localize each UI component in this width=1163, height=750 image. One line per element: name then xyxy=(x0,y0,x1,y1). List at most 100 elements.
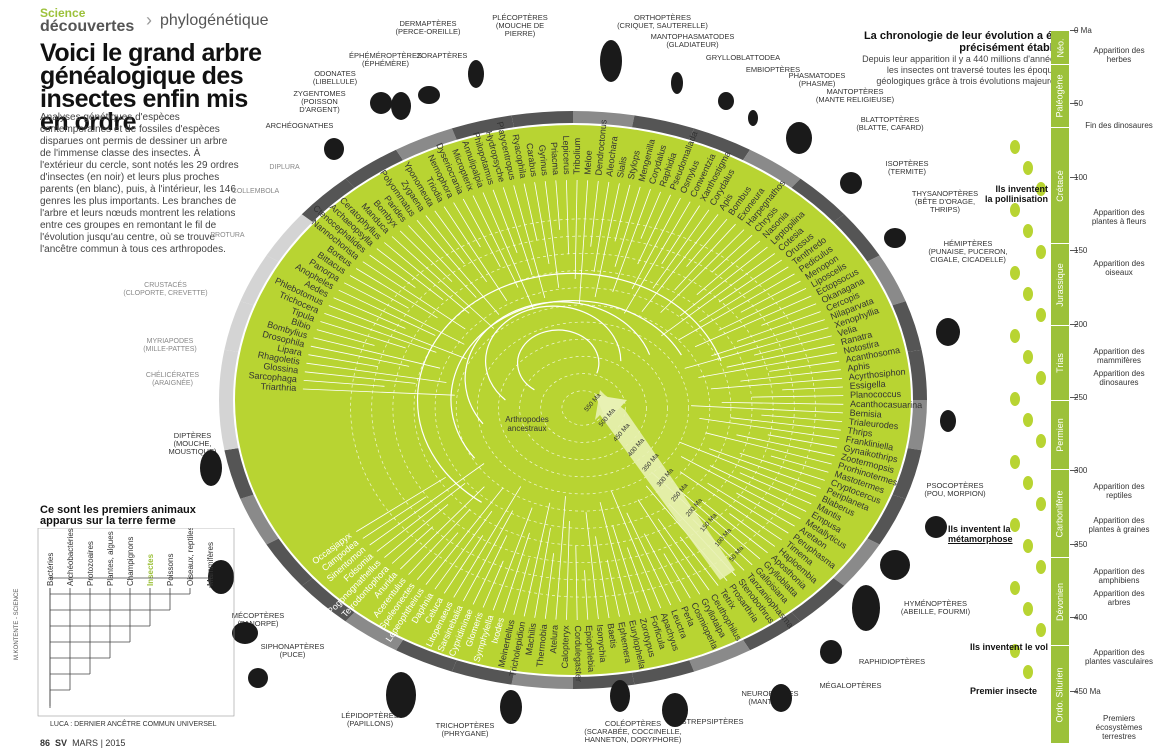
branch xyxy=(663,553,691,599)
root-label-1: Arthropodes xyxy=(505,415,549,424)
taxon-label: Protozoaires xyxy=(86,541,95,586)
branch xyxy=(482,192,534,310)
branch xyxy=(482,560,504,608)
order-label-ephemeropteres: ÉPHÉMÉROPTÈRES(ÉPHÉMÈRE) xyxy=(349,51,422,68)
order-label-mantopteres: MANTOPTÈRES(MANTE RELIGIEUSE) xyxy=(815,87,895,104)
age-circle xyxy=(455,304,711,512)
timeline-tick xyxy=(1070,30,1078,31)
insect-icon xyxy=(1036,434,1046,448)
branch xyxy=(399,486,485,570)
genus-labels: TriarthriaSarcophagaGlossinaRhagoletisLi… xyxy=(248,119,922,682)
order-label-mantophasmatodes: MANTOPHASMATODES(GLADIATEUR) xyxy=(650,32,735,49)
node-arc xyxy=(517,329,600,391)
timeline-tick-label: 350 xyxy=(1074,539,1088,549)
ring-segment xyxy=(345,149,403,188)
taxon-label: Mammifères xyxy=(206,542,215,586)
timeline-tick xyxy=(1070,323,1078,325)
order-label-archeognathes: ARCHÉOGNATHES xyxy=(265,121,334,130)
branch xyxy=(678,273,795,341)
branch xyxy=(679,441,817,497)
genus-label: Gyrinus xyxy=(537,144,550,176)
insect-silhouette-icon xyxy=(500,690,522,724)
insect-icon xyxy=(1010,140,1020,154)
phylogenetic-tree: TriarthriaSarcophagaGlossinaRhagoletisLi… xyxy=(219,111,927,689)
branch xyxy=(661,253,775,337)
insect-silhouette-icon xyxy=(600,40,622,82)
branch xyxy=(752,395,844,398)
insect-icon xyxy=(1036,560,1046,574)
order-label-plecopteres: PLÉCOPTÈRES(MOUCHE DE PIERRE) xyxy=(492,13,548,38)
order-label-trichopteres: TRICHOPTÈRES(PHRYGANE) xyxy=(435,721,495,738)
ring-segment xyxy=(219,349,239,400)
timeline-tick-label: 150 xyxy=(1074,246,1088,256)
insect-silhouette-icon xyxy=(418,86,440,104)
insect-icon xyxy=(1010,203,1020,217)
insect-silhouette-icon xyxy=(610,680,630,712)
branch xyxy=(679,471,782,541)
ring-segment xyxy=(791,578,845,622)
era-band: Trias xyxy=(1051,325,1069,401)
branch xyxy=(416,532,459,580)
branch xyxy=(434,510,493,590)
branch xyxy=(623,201,691,314)
insect-silhouette-icon xyxy=(386,672,416,718)
branch xyxy=(362,261,466,330)
genus-label: Sarcophaga xyxy=(248,370,297,384)
insect-silhouette-icon xyxy=(925,516,947,538)
timeline-tick-label: 300 xyxy=(1074,466,1088,476)
order-label-embiopteres: EMBIOPTÈRES xyxy=(745,65,801,74)
insect-icon xyxy=(1023,413,1033,427)
timeline-event: Apparition des dinosaures xyxy=(1093,368,1145,387)
insect-silhouette-icon xyxy=(880,550,910,580)
insect-silhouette-icon xyxy=(324,138,344,160)
branch xyxy=(709,448,821,489)
order-label-siphonapteres: SIPHONAPTÈRES(PUCE) xyxy=(260,642,325,659)
era-band: Paléogène xyxy=(1051,63,1069,128)
branch xyxy=(453,486,522,598)
ring-segment xyxy=(907,349,927,400)
ring-segment xyxy=(833,214,880,262)
insect-silhouette-icon xyxy=(671,72,683,94)
era-label: Paléogène xyxy=(1055,74,1066,118)
ring-segment xyxy=(301,578,355,622)
outer-ring xyxy=(219,111,927,689)
ring-segment xyxy=(892,301,922,352)
age-circle xyxy=(434,287,732,529)
insect-icon xyxy=(1010,455,1020,469)
insect-icon xyxy=(1010,329,1020,343)
era-band: Jurassique xyxy=(1051,242,1069,327)
timeline-event: Apparition des plantes à fleurs xyxy=(1091,207,1147,226)
milestone-vol: Ils inventent le vol xyxy=(970,642,1049,652)
branch xyxy=(349,275,409,309)
timeline-event: Apparition des herbes xyxy=(1093,46,1145,65)
branch xyxy=(595,536,610,619)
insect-icon xyxy=(1010,581,1020,595)
insect-silhouette-icon xyxy=(370,92,392,114)
branch xyxy=(356,476,446,532)
branch xyxy=(320,321,406,349)
branch xyxy=(523,183,538,241)
insect-icon xyxy=(1023,287,1033,301)
branch xyxy=(416,220,500,315)
time-arrow-head xyxy=(595,395,627,422)
branch xyxy=(739,472,812,505)
branch xyxy=(534,527,551,618)
branch xyxy=(502,187,533,276)
branch xyxy=(555,496,566,620)
brand-science: Science xyxy=(40,6,86,20)
branch xyxy=(308,354,378,367)
relative-label-crustaces: CRUSTACÉS(CLOPORTE, CREVETTE) xyxy=(123,282,208,297)
branch xyxy=(611,490,662,609)
insect-icon xyxy=(1036,182,1046,196)
insect-icon xyxy=(1023,224,1033,238)
age-circle xyxy=(392,252,774,564)
branch xyxy=(328,305,467,360)
branch xyxy=(740,280,801,313)
branch xyxy=(574,179,578,280)
insect-silhouette-icon xyxy=(852,585,880,631)
insect-icon xyxy=(1036,308,1046,322)
ring-segment xyxy=(224,448,254,499)
branch xyxy=(782,386,843,391)
timeline-tick xyxy=(1070,176,1078,178)
node-arc xyxy=(464,301,651,425)
